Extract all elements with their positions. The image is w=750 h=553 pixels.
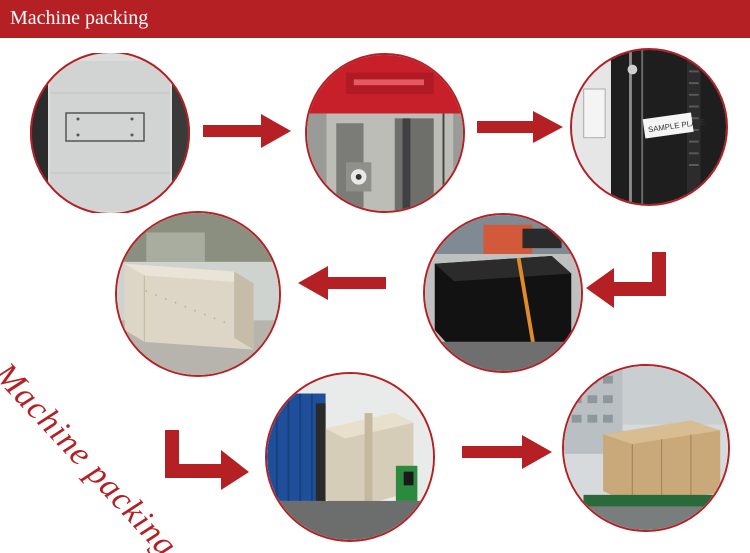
- red-gantry-photo: [305, 53, 465, 213]
- black-wrapped-machine-photo: [423, 213, 583, 373]
- machine-panel-photo: [30, 53, 190, 213]
- page-title: Machine packing: [10, 7, 149, 29]
- side-label: Machine packing: [0, 356, 185, 553]
- rack-label-photo: SAMPLE PLATE: [570, 48, 728, 206]
- arrow-down-right-icon: [165, 430, 249, 490]
- container-loading-photo: [265, 372, 435, 542]
- arrow-right-icon: [462, 435, 552, 469]
- arrow-down-left-icon: [586, 252, 668, 308]
- wooden-crate-photo: [115, 211, 281, 377]
- header-bar: Machine packing: [0, 0, 750, 38]
- arrow-left-icon: [298, 266, 386, 300]
- arrow-right-icon: [477, 111, 563, 143]
- arrow-right-icon: [203, 114, 291, 148]
- truck-loading-photo: [562, 364, 730, 532]
